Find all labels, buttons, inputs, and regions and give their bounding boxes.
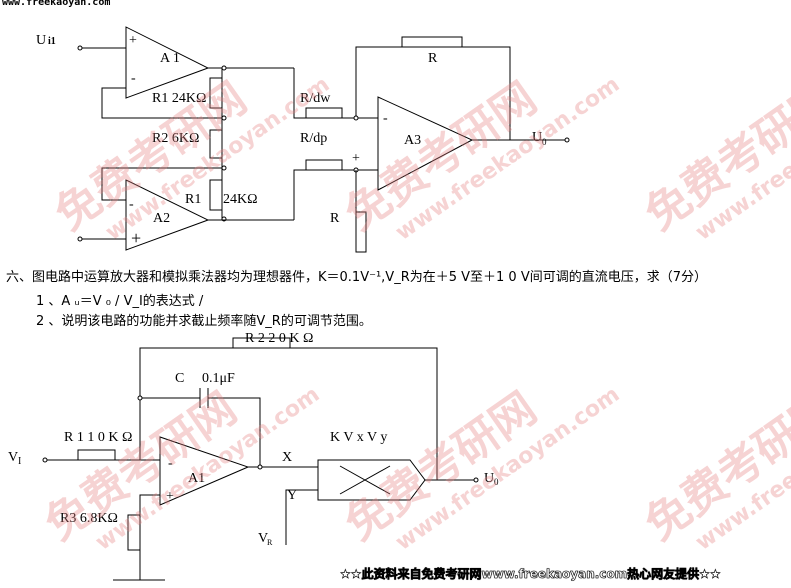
- wire: [290, 347, 438, 480]
- wire: [139, 347, 233, 460]
- resistor-r2: [232, 337, 291, 349]
- a2-label: A2: [153, 211, 170, 226]
- r-dw-label: R/dw: [300, 91, 331, 106]
- wire: [462, 46, 511, 140]
- r-feedback-label: R: [428, 51, 438, 66]
- question-stem: 六、图电路中运算放大器和模拟乘法器均为理想器件，K＝0.1V⁻¹,V_R为在＋5…: [6, 270, 707, 285]
- a1-label: A 1: [160, 51, 180, 66]
- ui1-label: U: [36, 33, 46, 48]
- plus-sign: +: [352, 151, 360, 166]
- node: [137, 395, 143, 401]
- r3-label: R3 6.8KΩ: [60, 511, 118, 526]
- resistor-r2: [209, 129, 223, 159]
- opamp-a1: [159, 436, 250, 506]
- resistor-r1: [77, 449, 116, 461]
- c-value: 0.1μF: [202, 371, 235, 386]
- question-part-1: 1 、A ᵤ＝V ₀ / V_I的表达式 /: [36, 294, 204, 309]
- input-terminal: [77, 45, 83, 51]
- r-dp-label: R/dp: [300, 131, 327, 146]
- c-label: C: [175, 371, 184, 386]
- u0-subscript: 0: [542, 137, 547, 147]
- wire: [293, 169, 306, 220]
- resistor-r1-top: [209, 77, 223, 109]
- multiplier-cross: [339, 465, 391, 495]
- wire: [285, 489, 318, 545]
- r2-label: R2 6KΩ: [152, 131, 199, 146]
- resistor-r3: [127, 514, 141, 551]
- a3-label: A3: [404, 133, 421, 148]
- vi-subscript: I: [18, 456, 21, 467]
- vr-subscript: R: [267, 538, 273, 547]
- resistor-r-dw: [305, 107, 343, 119]
- r1-bottom-label: R1: [185, 192, 201, 207]
- circuit-1: U i1 + - A 1 R/dw R1 24KΩ R2 6KΩ R1 24KΩ…: [36, 26, 570, 253]
- wire: [293, 68, 306, 119]
- opamp-a1: [125, 26, 210, 99]
- y-input-label: Y: [287, 488, 297, 503]
- multiplier-label: K V x V y: [330, 430, 387, 445]
- r1-bottom-value: 24KΩ: [223, 192, 258, 207]
- resistor-r-feedback: [401, 36, 463, 48]
- node: [257, 464, 263, 470]
- node: [353, 115, 359, 121]
- resistor-r1-bottom: [209, 179, 223, 211]
- wire: [208, 397, 261, 467]
- r1-label: R 1 1 0 K Ω: [64, 430, 132, 445]
- vr-label: V: [258, 531, 268, 546]
- r1-top-label: R1 24KΩ: [152, 91, 206, 106]
- output-terminal: [564, 137, 570, 143]
- plus-sign: +: [131, 228, 141, 248]
- minus-sign: -: [129, 197, 134, 212]
- wire: [101, 167, 222, 201]
- minus-sign: -: [383, 111, 388, 126]
- r2-label: R 2 2 0 K Ω: [245, 331, 313, 346]
- ui1-subscript: i1: [48, 36, 56, 47]
- footer-credit: ★★此资料来自免费考研网www.freekaoyan.com热心网友提供★★: [340, 567, 721, 582]
- wire: [139, 494, 160, 580]
- plus-sign: +: [129, 33, 137, 48]
- wire: [355, 46, 402, 118]
- x-input-label: X: [282, 450, 292, 465]
- question-part-2: 2 、说明该电路的功能并求截止频率随V_R的可调节范围。: [36, 314, 372, 329]
- resistor-r-dp: [305, 159, 343, 171]
- output-terminal: [473, 477, 479, 483]
- multiplier: [317, 459, 426, 501]
- node: [221, 65, 227, 71]
- opamp-a3: [377, 96, 474, 191]
- plus-sign: +: [166, 489, 174, 504]
- circuit-2: R 2 2 0 K Ω C 0.1μF V I R 1 1 0 K Ω - + …: [8, 331, 499, 581]
- u0-subscript: 0: [494, 477, 499, 487]
- wire: [355, 170, 366, 213]
- node: [221, 165, 227, 171]
- r-ground-label: R: [330, 211, 340, 226]
- a1-label: A1: [188, 471, 205, 486]
- wire: [101, 87, 222, 119]
- u0-label: U: [484, 471, 494, 486]
- node: [221, 115, 227, 121]
- input-terminal: [77, 236, 83, 242]
- minus-sign: -: [168, 456, 173, 471]
- u0-label: U: [532, 130, 542, 145]
- minus-sign: -: [131, 71, 136, 86]
- site-url: www.freekaoyan.com: [2, 0, 111, 8]
- resistor-r-ground: [355, 211, 367, 253]
- vi-label: V: [8, 450, 18, 465]
- input-terminal: [42, 457, 48, 463]
- opamp-a2: [125, 179, 210, 251]
